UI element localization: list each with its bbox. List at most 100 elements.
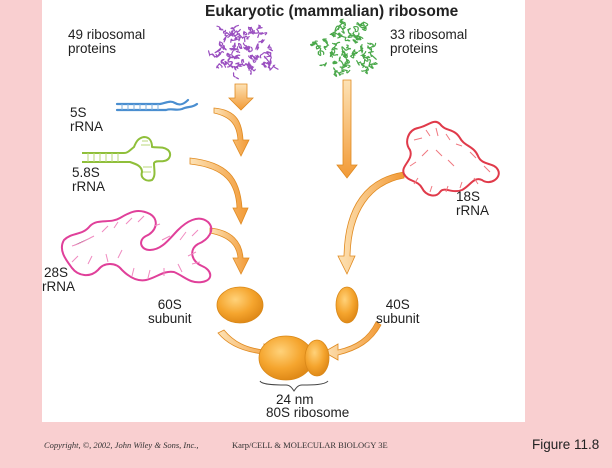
protein-squiggle: [223, 60, 231, 68]
protein-squiggle: [342, 53, 348, 59]
protein-squiggle: [339, 25, 346, 34]
protein-squiggle: [331, 44, 338, 51]
label-5s-rrna: 5S rRNA: [70, 105, 103, 134]
protein-squiggle: [340, 18, 346, 27]
label-80s-ribosome: 80S ribosome: [266, 405, 350, 420]
protein-squiggle: [362, 54, 371, 59]
protein-squiggle: [248, 54, 258, 60]
label-60s-subunit: 60S subunit: [148, 297, 192, 326]
protein-squiggle: [334, 25, 340, 32]
protein-squiggle: [257, 24, 263, 30]
protein-cluster-49: [207, 24, 279, 80]
protein-squiggle: [332, 41, 341, 46]
protein-squiggle: [248, 26, 260, 34]
protein-squiggle: [222, 29, 230, 36]
subunit-40s: [335, 286, 359, 324]
protein-squiggle: [362, 65, 369, 71]
protein-squiggle: [347, 32, 360, 38]
protein-squiggle: [233, 64, 240, 71]
rrna-58s-strand: [82, 136, 172, 182]
protein-squiggle: [344, 58, 351, 65]
protein-squiggle: [257, 31, 268, 38]
rrna-28s-strand: [60, 210, 213, 284]
protein-squiggle: [267, 44, 274, 52]
arrow-28s-rrna: [209, 227, 250, 275]
protein-squiggle: [322, 38, 328, 46]
protein-squiggle: [263, 55, 272, 64]
arrow-40s-to-80s: [323, 321, 382, 361]
rrna-5s-strand: [115, 98, 199, 112]
protein-squiggle: [211, 51, 221, 58]
protein-squiggle: [232, 72, 240, 80]
protein-squiggle: [218, 40, 224, 48]
protein-squiggle: [367, 51, 377, 60]
protein-squiggle: [237, 42, 243, 50]
label-58s-rrna: 5.8S rRNA: [72, 165, 105, 194]
protein-squiggle: [220, 58, 227, 68]
ribosome-80s: [258, 335, 330, 381]
protein-squiggle: [368, 63, 374, 69]
protein-squiggle: [241, 58, 247, 67]
arrow-18s-rrna: [337, 171, 405, 275]
protein-squiggle: [266, 51, 272, 57]
protein-squiggle: [227, 61, 234, 69]
protein-squiggle: [230, 24, 239, 32]
protein-squiggle: [230, 42, 237, 51]
arrow-proteins-49: [228, 83, 254, 111]
protein-squiggle: [367, 42, 377, 48]
figure-panel: Eukaryotic (mammalian) ribosome 49 ribos…: [42, 0, 525, 422]
protein-squiggle: [332, 60, 338, 65]
protein-squiggle: [367, 44, 373, 53]
protein-squiggle: [247, 26, 255, 35]
label-33-proteins: 33 ribosomal proteins: [390, 27, 468, 56]
protein-squiggle: [268, 64, 279, 71]
diagram-title: Eukaryotic (mammalian) ribosome: [205, 3, 459, 20]
protein-squiggle: [358, 45, 363, 52]
book-title: Karp/CELL & MOLECULAR BIOLOGY 3E: [232, 440, 388, 450]
protein-squiggle: [337, 32, 342, 39]
protein-squiggle: [254, 43, 260, 51]
label-18s-rrna: 18S rRNA: [456, 189, 489, 218]
protein-squiggle: [245, 63, 251, 69]
protein-squiggle: [341, 50, 346, 56]
protein-squiggle: [352, 39, 359, 44]
protein-squiggle: [259, 52, 271, 59]
protein-squiggle: [334, 70, 344, 76]
protein-squiggle: [359, 21, 366, 28]
label-28s-rrna: 28S rRNA: [42, 265, 75, 294]
protein-squiggle: [250, 54, 258, 60]
protein-squiggle: [315, 45, 325, 55]
protein-squiggle: [258, 39, 266, 44]
ribosome-diagram: [60, 18, 500, 392]
protein-squiggle: [242, 30, 248, 36]
protein-squiggle: [248, 63, 256, 72]
protein-squiggle: [230, 32, 238, 43]
protein-squiggle: [266, 60, 272, 66]
arrow-5s-rrna: [213, 107, 250, 157]
protein-squiggle: [332, 30, 336, 38]
subunit-60s: [216, 286, 264, 324]
protein-squiggle: [243, 45, 251, 51]
protein-squiggle: [359, 51, 367, 57]
protein-squiggle: [333, 67, 338, 77]
protein-squiggle: [347, 27, 353, 37]
protein-squiggle: [247, 66, 255, 75]
protein-cluster-33: [309, 18, 378, 77]
label-40s-subunit: 40S subunit: [376, 297, 420, 326]
label-size: 24 nm: [276, 392, 314, 407]
protein-squiggle: [356, 22, 365, 30]
protein-squiggle: [372, 62, 378, 66]
protein-squiggle: [261, 62, 267, 68]
protein-squiggle: [216, 25, 224, 31]
protein-squiggle: [312, 40, 318, 46]
protein-squiggle: [317, 50, 322, 57]
protein-squiggle: [234, 36, 241, 42]
protein-squiggle: [228, 29, 237, 35]
protein-squiggle: [232, 54, 241, 59]
protein-squiggle: [216, 62, 223, 69]
protein-squiggle: [319, 62, 327, 67]
figure-label: Figure 11.8: [532, 437, 600, 452]
size-bracket: [259, 380, 329, 392]
protein-squiggle: [222, 44, 227, 51]
arrow-58s-rrna: [189, 157, 249, 225]
